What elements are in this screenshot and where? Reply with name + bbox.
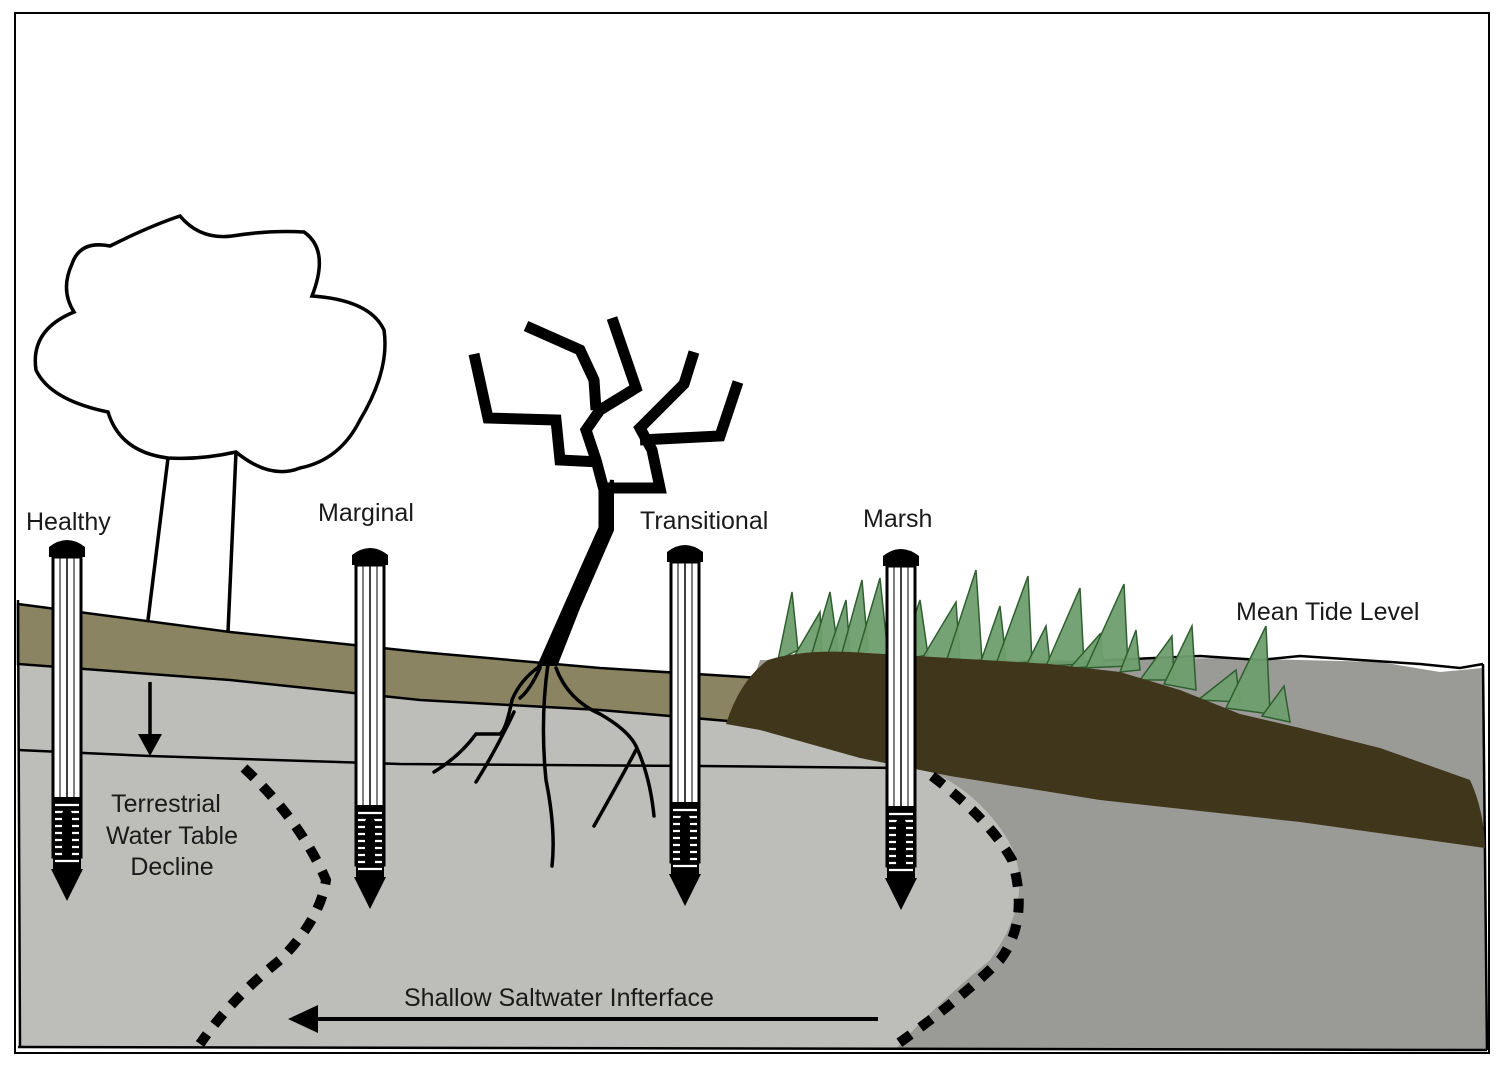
well-transitional bbox=[665, 543, 705, 908]
dead-tree bbox=[468, 316, 744, 666]
label-interface: Shallow Saltwater Infterface bbox=[404, 984, 714, 1012]
left-interface-dashed bbox=[195, 764, 332, 1047]
label-marsh: Marsh bbox=[863, 505, 932, 533]
well-marsh bbox=[881, 547, 921, 912]
label-healthy: Healthy bbox=[26, 508, 111, 536]
label-transitional: Transitional bbox=[640, 507, 768, 535]
well-healthy bbox=[47, 538, 87, 903]
interface-arrow bbox=[288, 1005, 878, 1033]
well-marginal bbox=[350, 546, 390, 911]
label-marginal: Marginal bbox=[318, 499, 414, 527]
label-decline-1: Terrestrial bbox=[111, 790, 221, 818]
label-mean-tide: Mean Tide Level bbox=[1236, 598, 1419, 626]
label-decline-3: Decline bbox=[130, 853, 213, 881]
marsh-grass bbox=[776, 569, 1291, 723]
healthy-tree bbox=[33, 213, 387, 633]
water-table-line bbox=[17, 748, 901, 770]
tide-surface-line bbox=[1039, 654, 1484, 670]
decline-arrow bbox=[138, 682, 162, 756]
right-interface-dashed bbox=[889, 772, 1024, 1053]
dead-tree-roots bbox=[432, 662, 656, 868]
label-decline-2: Water Table bbox=[106, 822, 238, 850]
